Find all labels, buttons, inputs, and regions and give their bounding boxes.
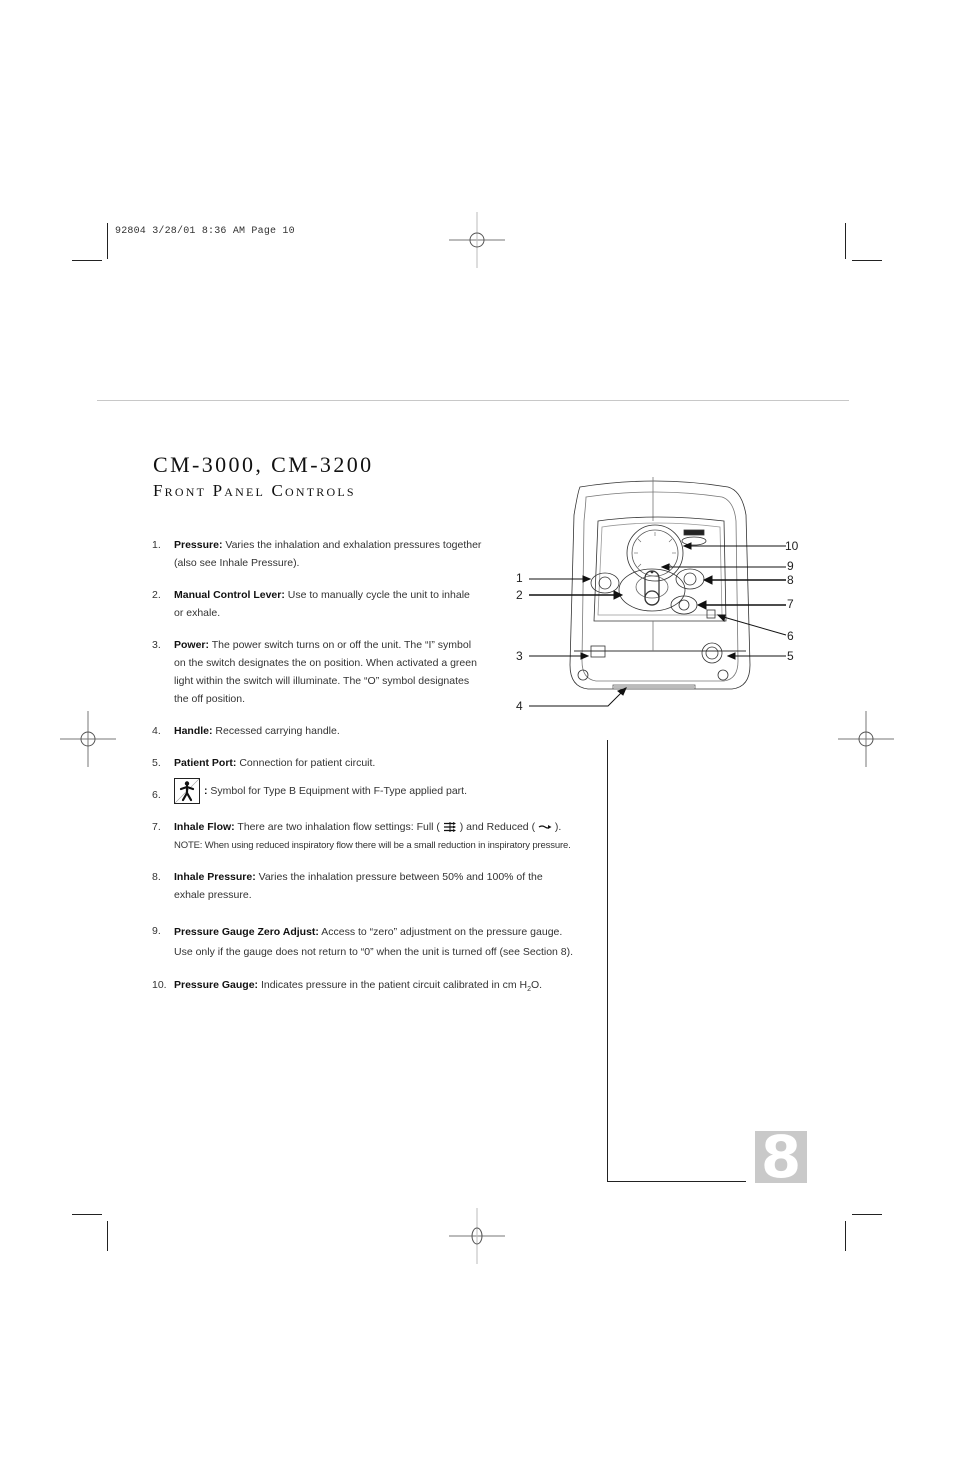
item-label: Pressure Gauge: xyxy=(174,979,259,991)
callout-9: 9 xyxy=(787,559,794,573)
sidebar-rule xyxy=(607,1181,746,1182)
callout-6: 6 xyxy=(787,629,794,643)
callout-8: 8 xyxy=(787,573,794,587)
crop-mark xyxy=(852,260,882,261)
page-title: CM-3000, CM-3200 xyxy=(153,452,374,477)
print-slug: 92804 3/28/01 8:36 AM Page 10 xyxy=(115,226,295,237)
crop-mark xyxy=(845,1221,846,1251)
crop-mark xyxy=(107,1221,108,1251)
section-tab: 8 xyxy=(755,1128,807,1186)
crop-mark xyxy=(107,223,108,259)
callout-5: 5 xyxy=(787,649,794,663)
type-b-applied-part-icon xyxy=(174,778,200,804)
header-rule xyxy=(97,400,849,401)
cough-assist-device-illustration xyxy=(529,477,787,707)
callout-3: 3 xyxy=(516,649,523,663)
device-front-panel-figure: 1 2 3 4 5 6 7 8 9 10 xyxy=(510,475,810,715)
callout-2: 2 xyxy=(516,588,523,602)
registration-mark-icon xyxy=(60,711,116,767)
item-label: Patient Port: xyxy=(174,757,237,769)
crop-mark xyxy=(852,1214,882,1215)
item-label: Power: xyxy=(174,639,210,651)
item-label: Pressure Gauge Zero Adjust: xyxy=(174,926,319,938)
callout-1: 1 xyxy=(516,571,523,585)
crop-mark xyxy=(72,1214,102,1215)
item-label: Inhale Pressure: xyxy=(174,871,256,883)
crop-mark xyxy=(845,223,846,259)
registration-mark-icon xyxy=(449,1208,505,1264)
item-label: Pressure: xyxy=(174,539,223,551)
note-text: NOTE: When using reduced inspiratory flo… xyxy=(174,840,571,851)
registration-mark-icon xyxy=(449,212,505,268)
item-label: Manual Control Lever: xyxy=(174,589,285,601)
item-label: Inhale Flow: xyxy=(174,821,235,833)
callout-10: 10 xyxy=(785,539,799,553)
callout-4: 4 xyxy=(516,699,523,713)
item-label: Handle: xyxy=(174,725,213,737)
registration-mark-icon xyxy=(838,711,894,767)
crop-mark xyxy=(72,260,102,261)
page-subtitle: Front Panel Controls xyxy=(153,481,356,500)
sidebar-rule xyxy=(607,740,608,1182)
full-flow-icon xyxy=(443,822,456,833)
callout-7: 7 xyxy=(787,597,794,611)
reduced-flow-icon xyxy=(538,825,552,830)
